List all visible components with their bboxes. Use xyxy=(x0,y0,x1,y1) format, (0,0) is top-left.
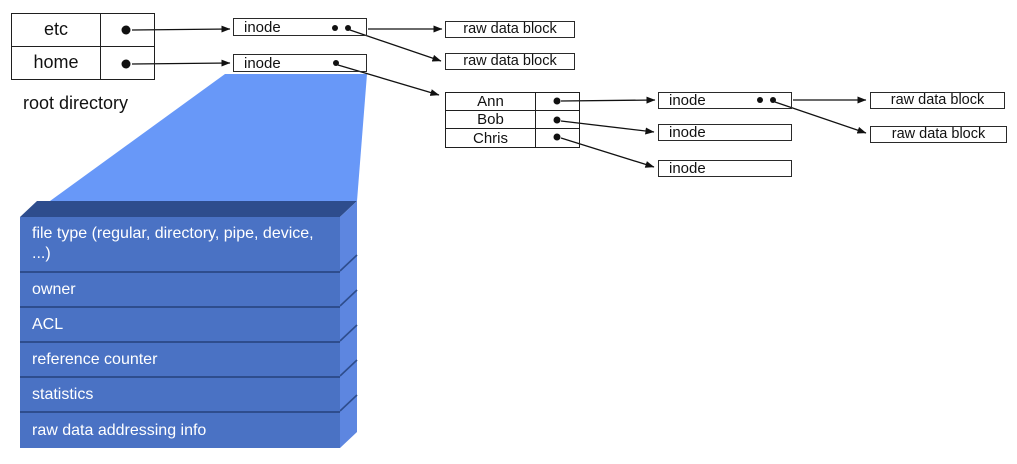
inode-field-reference-counter: reference counter xyxy=(20,341,340,376)
inode-box-home: inode xyxy=(233,54,367,72)
arrow-home-to-inode xyxy=(131,59,231,67)
inode-box-bob-label: inode xyxy=(669,124,706,141)
inode-structure-top-bevel xyxy=(20,201,357,217)
inode-field-file-type: file type (regular, directory, pipe, dev… xyxy=(32,225,314,262)
inode-field-owner: owner xyxy=(20,271,340,306)
inode-box-home-label: inode xyxy=(244,54,281,72)
home-entry-bob: Bob xyxy=(446,111,536,129)
pointer-dot-ann xyxy=(553,97,561,105)
inode-field-raw-data-addressing: raw data addressing info xyxy=(20,411,340,448)
right-bevel-divider-lines xyxy=(339,254,358,412)
pointer-dot-ann-inode-1 xyxy=(757,97,763,103)
inode-field-statistics: statistics xyxy=(20,376,340,411)
pointer-dot-etc-inode-1 xyxy=(332,25,338,31)
arrow-home-inode-to-home-table xyxy=(337,64,440,96)
inode-field-acl: ACL xyxy=(20,306,340,341)
arrow-ann-inode-to-raw-block-4 xyxy=(774,101,867,134)
home-directory-table: Ann Bob Chris xyxy=(445,92,580,148)
inode-box-etc: inode xyxy=(233,18,367,36)
pointer-dot-etc-inode-2 xyxy=(345,25,351,31)
inode-box-ann-label: inode xyxy=(669,92,706,109)
root-entry-home-pointer-cell xyxy=(101,47,154,80)
home-entry-ann: Ann xyxy=(446,93,536,111)
root-entry-etc-pointer-cell xyxy=(101,14,154,47)
inode-box-chris-label: inode xyxy=(669,160,706,177)
inode-box-bob: inode xyxy=(658,124,792,141)
inode-box-chris: inode xyxy=(658,160,792,177)
raw-data-block-4-label: raw data block xyxy=(891,126,986,143)
home-entry-chris: Chris xyxy=(446,129,536,147)
arrow-chris-to-inode xyxy=(560,137,655,168)
home-entry-bob-pointer-cell xyxy=(536,111,579,129)
arrow-ann-to-inode xyxy=(560,96,656,104)
arrow-bob-to-inode xyxy=(560,120,655,135)
raw-data-block-2-label: raw data block xyxy=(463,53,557,70)
home-entry-chris-pointer-cell xyxy=(536,129,579,147)
pointer-dot-home xyxy=(121,59,131,69)
raw-data-block-1-label: raw data block xyxy=(463,21,557,38)
raw-data-block-2: raw data block xyxy=(445,53,575,70)
raw-data-block-1: raw data block xyxy=(445,21,575,38)
root-directory-caption: root directory xyxy=(23,93,129,113)
root-entry-home: home xyxy=(12,46,101,79)
inode-box-etc-label: inode xyxy=(244,18,281,36)
inode-expansion-trapezoid xyxy=(50,74,367,201)
pointer-dot-ann-inode-2 xyxy=(770,97,776,103)
pointer-dot-bob xyxy=(553,116,561,124)
raw-data-block-3-label: raw data block xyxy=(890,92,985,109)
inode-structure-box: file type (regular, directory, pipe, dev… xyxy=(20,217,340,448)
root-entry-etc: etc xyxy=(12,14,101,47)
root-directory-table: etc home xyxy=(11,13,155,80)
pointer-dot-etc xyxy=(121,25,131,35)
inode-box-ann: inode xyxy=(658,92,792,109)
inode-structure-right-bevel xyxy=(340,201,357,448)
raw-data-block-4: raw data block xyxy=(870,126,1007,143)
home-entry-ann-pointer-cell xyxy=(536,93,579,111)
raw-data-block-3: raw data block xyxy=(870,92,1005,109)
pointer-dots xyxy=(121,25,776,141)
pointer-dot-home-inode xyxy=(333,60,339,66)
pointer-dot-chris xyxy=(553,133,561,141)
arrow-etc-to-inode xyxy=(131,25,231,33)
